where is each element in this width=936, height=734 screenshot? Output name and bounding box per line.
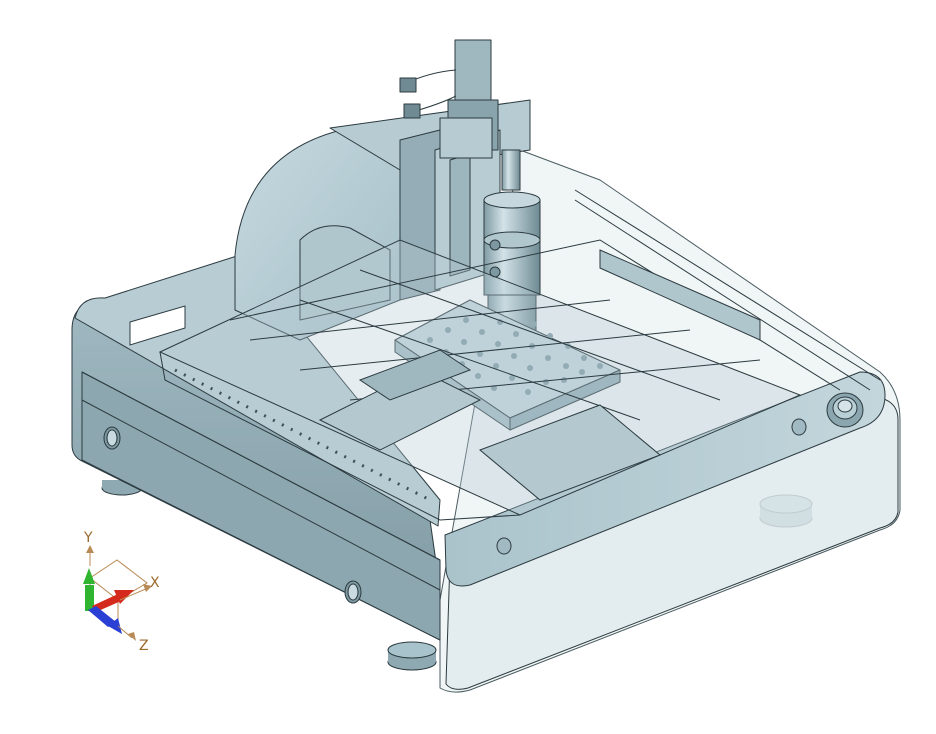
control-knob[interactable]: [826, 392, 864, 428]
axis-triad: [83, 545, 152, 641]
front-rail: [444, 371, 886, 587]
y-axis-arrow: [83, 568, 95, 611]
machine-base: [71, 149, 901, 693]
z-axis-label: Z: [139, 638, 149, 654]
z-axis-motor: [454, 39, 492, 111]
x-axis-arrow: [92, 590, 134, 612]
rear-gantry: [234, 39, 531, 341]
y-axis-label: Y: [84, 530, 93, 546]
x-axis-label: X: [150, 575, 160, 591]
side-window: [129, 305, 186, 346]
inner-frame: [158, 189, 881, 521]
z-axis-arrow: [88, 606, 122, 634]
